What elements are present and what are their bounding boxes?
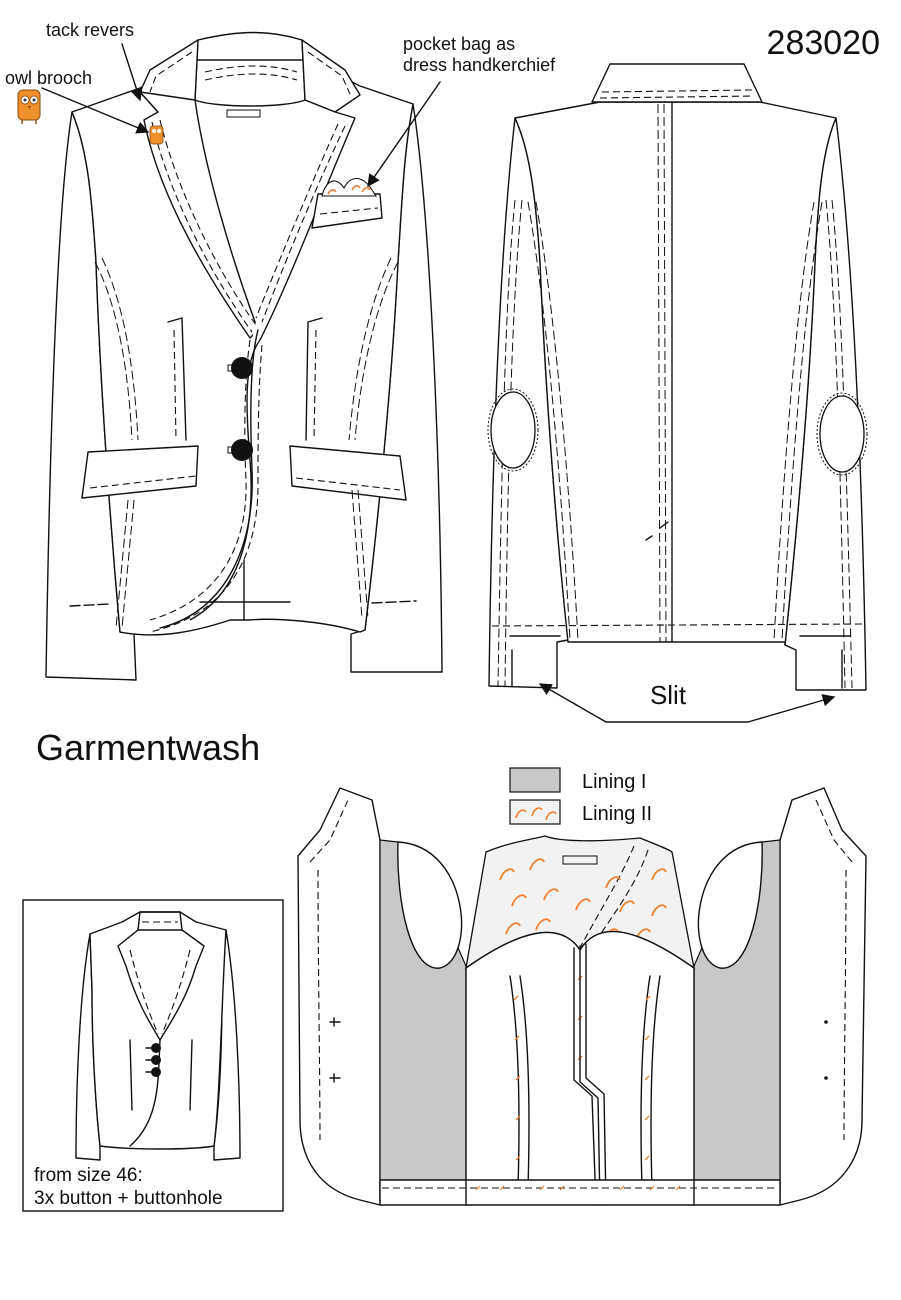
back-view-jacket	[487, 63, 868, 691]
lining-legend: Lining I Lining II	[509, 767, 652, 825]
elbow-patch-right	[819, 395, 865, 473]
legend-label-lining-2: Lining II	[582, 803, 652, 825]
legend-label-lining-1: Lining I	[582, 771, 647, 793]
front-button-lower	[231, 439, 253, 461]
elbow-patch-left	[490, 391, 536, 469]
owl-icon	[17, 89, 41, 124]
inset-button-1	[151, 1043, 161, 1053]
label-pocket-bag-line1: pocket bag as	[403, 34, 515, 54]
inset-button-2	[151, 1055, 161, 1065]
finish-label: Garmentwash	[36, 727, 260, 768]
inset-button-3	[151, 1067, 161, 1077]
legend-swatch-lining-1	[509, 767, 561, 793]
article-number: 283020	[767, 24, 880, 62]
label-owl-brooch: owl brooch	[5, 68, 92, 88]
size-46-inset: from size 46: 3x button + buttonhole	[22, 899, 284, 1212]
label-slit: Slit	[650, 680, 687, 710]
front-view-jacket	[45, 31, 443, 681]
inside-view-jacket	[297, 787, 867, 1206]
inset-note-line2: 3x button + buttonhole	[34, 1188, 223, 1209]
front-button-upper	[231, 357, 253, 379]
owl-brooch-icon	[149, 125, 164, 145]
inset-note-line1: from size 46:	[34, 1165, 143, 1186]
label-pocket-bag-line2: dress handkerchief	[403, 55, 556, 75]
label-tack-revers: tack revers	[46, 20, 134, 40]
